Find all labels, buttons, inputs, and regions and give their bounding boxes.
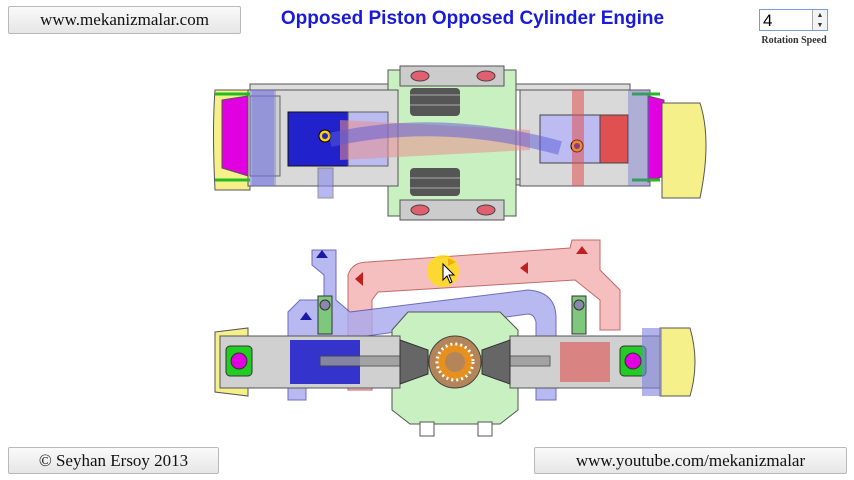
left-intake-port	[317, 167, 334, 199]
bearing-cap-top	[399, 65, 505, 87]
right-cylinder-end-bottom	[659, 327, 696, 397]
crankshaft-upper	[410, 88, 460, 116]
rotation-speed-label: Rotation Speed	[761, 35, 827, 46]
bearing-cap-bottom	[399, 199, 505, 221]
right-piston-bottom	[560, 342, 610, 382]
bearing-left-top	[410, 70, 430, 82]
crank-pin-left	[230, 352, 248, 370]
right-cylinder-end-top	[661, 102, 707, 199]
page-title: Opposed Piston Opposed Cylinder Engine	[280, 8, 665, 29]
mouse-pointer-icon	[442, 262, 456, 284]
engine-top-view	[213, 65, 707, 221]
engine-bottom-view	[214, 239, 696, 437]
website-button[interactable]: www.mekanizmalar.com	[8, 6, 241, 34]
exhaust-arrow-icon	[355, 272, 363, 286]
stepper-down-icon[interactable]: ▼	[812, 20, 827, 30]
rotation-speed-stepper[interactable]: 4 ▲ ▼	[759, 9, 828, 31]
bearing-left-bottom	[410, 204, 430, 216]
cursor-highlight	[427, 255, 459, 287]
bearing-right-top	[476, 70, 496, 82]
crankshaft-lower	[410, 168, 460, 196]
crank-pin-right	[624, 352, 642, 370]
intake-arrow-icon	[300, 312, 312, 320]
bearing-right-bottom	[476, 204, 496, 216]
youtube-button[interactable]: www.youtube.com/mekanizmalar	[534, 447, 847, 474]
rotation-speed-value[interactable]: 4	[763, 11, 773, 30]
left-head-magenta	[221, 95, 249, 177]
exhaust-duct	[347, 239, 621, 391]
copyright-button[interactable]: © Seyhan Ersoy 2013	[8, 447, 219, 474]
